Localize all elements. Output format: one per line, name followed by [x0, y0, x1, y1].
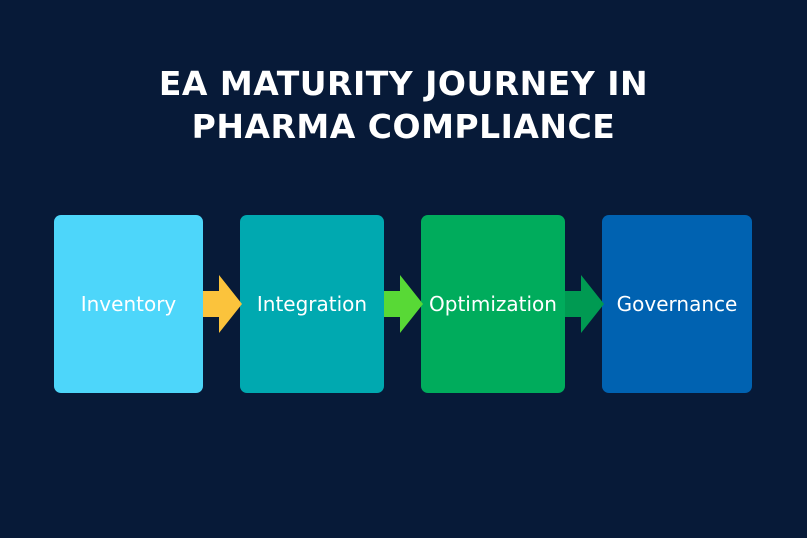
stage-governance: Governance: [602, 215, 752, 393]
arrow-right-icon: [203, 275, 242, 333]
stage-label: Governance: [616, 292, 738, 316]
stage-label: Optimization: [429, 292, 557, 316]
stage-label: Integration: [256, 292, 368, 316]
stage-integration: Integration: [240, 215, 384, 393]
arrow-right-icon: [565, 275, 604, 333]
stage-inventory: Inventory: [54, 215, 203, 393]
title-line-2: PHARMA COMPLIANCE: [191, 107, 616, 146]
title-line-1: EA MATURITY JOURNEY IN: [158, 64, 649, 103]
diagram-title: EA MATURITY JOURNEY IN PHARMA COMPLIANCE: [0, 62, 807, 148]
arrow-right-icon: [384, 275, 423, 333]
stage-label: Inventory: [80, 292, 177, 316]
stage-optimization: Optimization: [421, 215, 565, 393]
